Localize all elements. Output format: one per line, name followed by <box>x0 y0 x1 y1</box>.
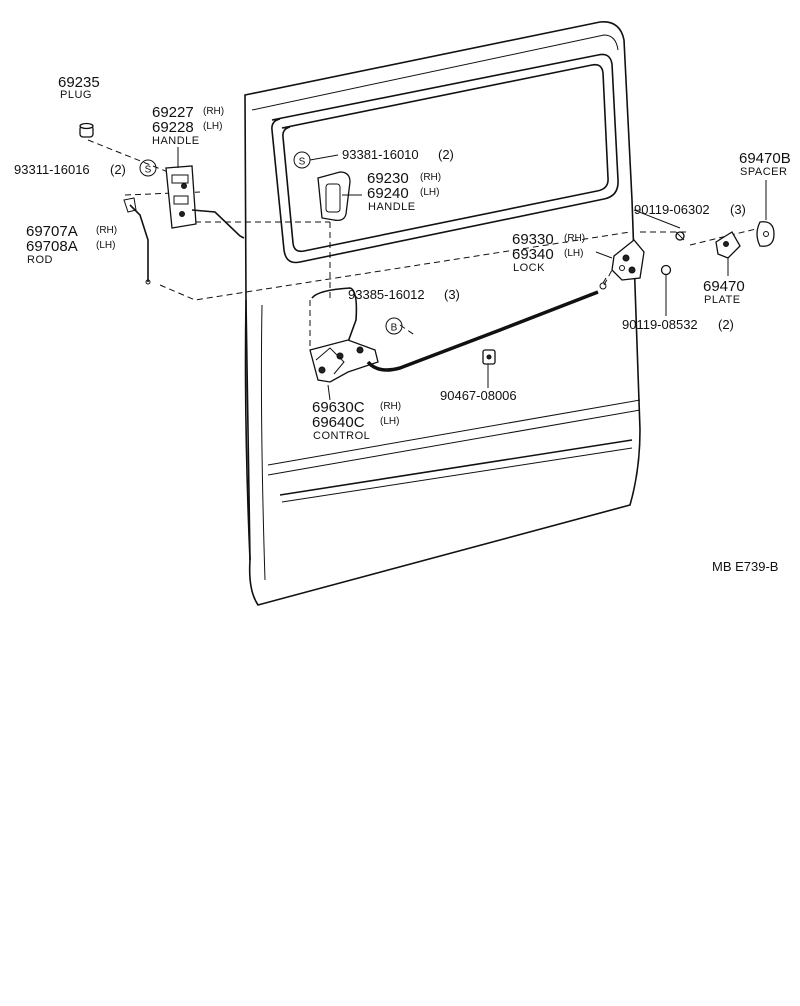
control-suffix-lh: (LH) <box>380 416 399 427</box>
spacer-number: 69470B <box>739 150 791 167</box>
rod-suffix-lh: (LH) <box>96 240 115 251</box>
screw-symbol-left: S <box>139 159 157 177</box>
screw-symbol-left-label: S <box>145 165 152 176</box>
lock-suffix-rh: (RH) <box>564 233 585 244</box>
control-name: CONTROL <box>313 430 370 442</box>
plug-name: PLUG <box>60 89 92 101</box>
plate-part <box>715 231 741 276</box>
lock-bolt-part <box>675 231 685 241</box>
bolt-lock-qty: (3) <box>730 202 746 217</box>
label-screw-handle: 93381-16010 (2) <box>342 147 454 162</box>
door-panel <box>244 21 641 606</box>
label-bolt-plate: 90119-08532 (2) <box>622 317 734 332</box>
plate-number: 69470 <box>703 278 745 295</box>
label-inside-handle: 69230 (RH) 69240 (LH) HANDLE <box>367 170 441 213</box>
reference-code: MB E739-B <box>712 559 778 574</box>
control-number-rh: 69630C <box>312 399 365 416</box>
screw-control-qty: (3) <box>444 287 460 302</box>
label-plug: 69235 PLUG <box>58 74 100 101</box>
label-screw-left: 93311-16016 (2) <box>14 162 126 177</box>
inside-handle-name: HANDLE <box>368 201 416 213</box>
rod-part <box>123 197 151 285</box>
leader-lines <box>87 139 761 350</box>
inside-handle-suffix-lh: (LH) <box>420 187 439 198</box>
screw-symbol-handle-label: S <box>299 157 306 168</box>
outside-handle-number-lh: 69228 <box>152 119 194 136</box>
lock-number-rh: 69330 <box>512 231 554 248</box>
outside-handle-name: HANDLE <box>152 135 200 147</box>
outside-handle-suffix-rh: (RH) <box>203 106 224 117</box>
window-frame <box>271 53 619 264</box>
spacer-part <box>756 180 775 247</box>
screw-left-qty: (2) <box>110 162 126 177</box>
bolt-lock-number: 90119-06302 <box>634 202 710 217</box>
label-lock: 69330 (RH) 69340 (LH) LOCK <box>512 231 585 274</box>
clip-part <box>482 349 496 365</box>
screw-left-number: 93311-16016 <box>14 162 90 177</box>
door-lock-part <box>611 239 645 281</box>
inside-handle-suffix-rh: (RH) <box>420 172 441 183</box>
bolt-plate-number: 90119-08532 <box>622 317 698 332</box>
inside-handle-number-lh: 69240 <box>367 185 409 202</box>
label-spacer: 69470B SPACER <box>739 150 791 178</box>
plug-part <box>79 122 94 138</box>
plate-bolt-part <box>660 264 672 300</box>
pointer-lines <box>177 147 681 401</box>
lock-suffix-lh: (LH) <box>564 248 583 259</box>
outside-handle-number-rh: 69227 <box>152 104 194 121</box>
rod-number-lh: 69708A <box>26 238 78 255</box>
rod-name: ROD <box>27 254 53 266</box>
label-rod: 69707A (RH) 69708A (LH) ROD <box>26 223 117 266</box>
screw-control-number: 93385-16012 <box>348 287 425 302</box>
bolt-plate-qty: (2) <box>718 317 734 332</box>
control-number-lh: 69640C <box>312 414 365 431</box>
plate-name: PLATE <box>704 294 741 306</box>
outside-handle-suffix-lh: (LH) <box>203 121 222 132</box>
screw-symbol-handle: S <box>293 151 311 169</box>
rod-number-rh: 69707A <box>26 223 78 240</box>
label-bolt-lock: 90119-06302 (3) <box>634 202 746 217</box>
label-outside-handle: 69227 (RH) 69228 (LH) HANDLE <box>152 104 224 147</box>
rod-suffix-rh: (RH) <box>96 225 117 236</box>
screw-symbol-control: B <box>385 317 403 335</box>
label-plate: 69470 PLATE <box>703 278 745 306</box>
screw-symbol-control-label: B <box>391 323 398 334</box>
screw-handle-qty: (2) <box>438 147 454 162</box>
label-screw-control: 93385-16012 (3) <box>348 287 460 302</box>
clip-number: 90467-08006 <box>440 388 517 403</box>
lock-number-lh: 69340 <box>512 246 554 263</box>
spacer-name: SPACER <box>740 166 787 178</box>
lock-cable <box>366 277 607 372</box>
control-part <box>309 287 379 383</box>
control-suffix-rh: (RH) <box>380 401 401 412</box>
label-control: 69630C (RH) 69640C (LH) CONTROL <box>312 399 401 442</box>
inside-handle-number-rh: 69230 <box>367 170 409 187</box>
plug-number: 69235 <box>58 74 100 91</box>
label-clip: 90467-08006 <box>440 388 517 403</box>
outside-handle-part <box>165 165 245 239</box>
screw-handle-number: 93381-16010 <box>342 147 419 162</box>
inside-handle-part <box>317 171 351 222</box>
lock-name: LOCK <box>513 262 545 274</box>
